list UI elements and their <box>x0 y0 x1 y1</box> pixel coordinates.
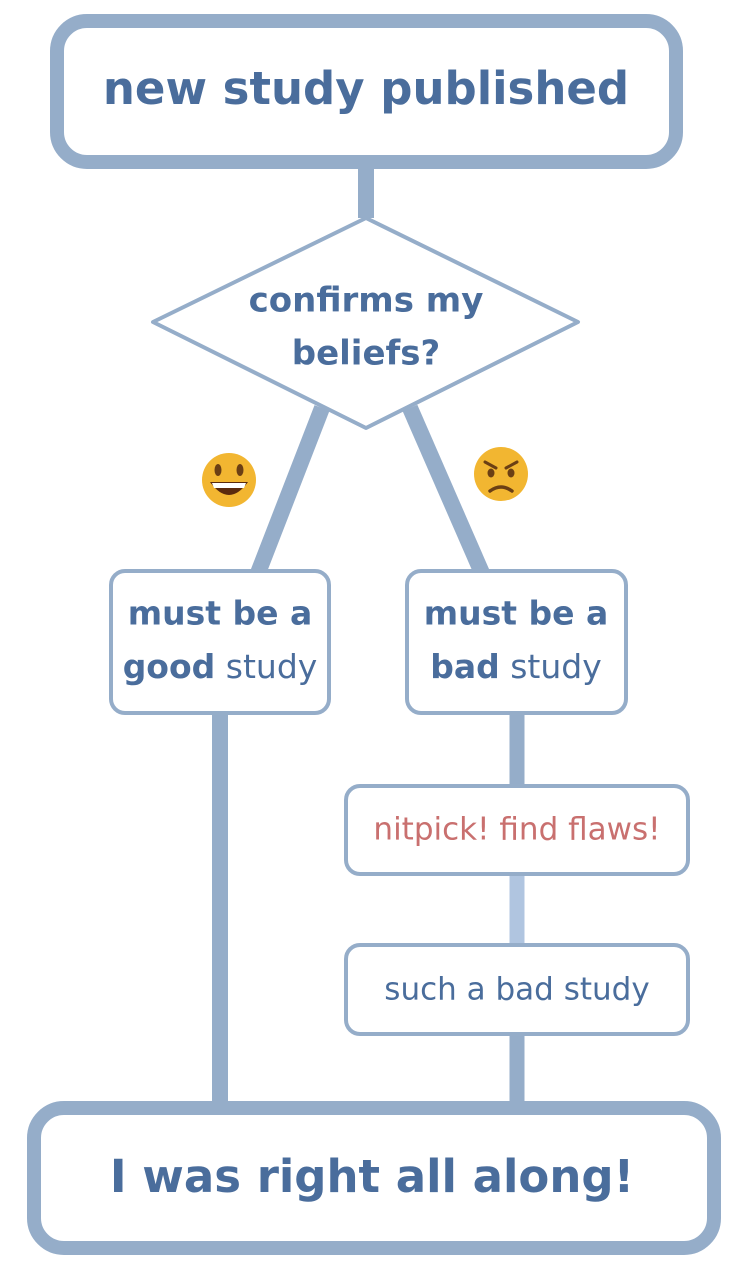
start-node: new study published <box>50 14 683 169</box>
good-study-node: must be a good study <box>109 569 331 715</box>
good-study-label-line1: must be a <box>128 594 313 633</box>
end-node-label: I was right all along! <box>110 1150 634 1203</box>
bad-study-label-line2: bad study <box>430 647 602 686</box>
angry-face-icon <box>474 447 528 501</box>
connector-decision-bad <box>402 404 490 577</box>
decision-node: confirms my beliefs? <box>151 216 580 430</box>
end-node: I was right all along! <box>27 1101 721 1255</box>
bad-study-label-line1: must be a <box>424 594 609 633</box>
grinning-face-icon <box>202 453 256 507</box>
connector-decision-good <box>250 405 330 576</box>
bad-study-node: must be a bad study <box>405 569 628 715</box>
connectors <box>212 162 525 1102</box>
verdict-node: such a bad study <box>344 943 690 1036</box>
nitpick-label: nitpick! find flaws! <box>373 812 660 848</box>
good-study-label-line2: good study <box>123 647 318 686</box>
decision-node-label-line2: beliefs? <box>292 334 441 374</box>
nitpick-node: nitpick! find flaws! <box>344 784 690 876</box>
verdict-label: such a bad study <box>384 972 649 1008</box>
decision-node-label-line1: confirms my <box>249 281 484 321</box>
start-node-label: new study published <box>103 62 629 115</box>
